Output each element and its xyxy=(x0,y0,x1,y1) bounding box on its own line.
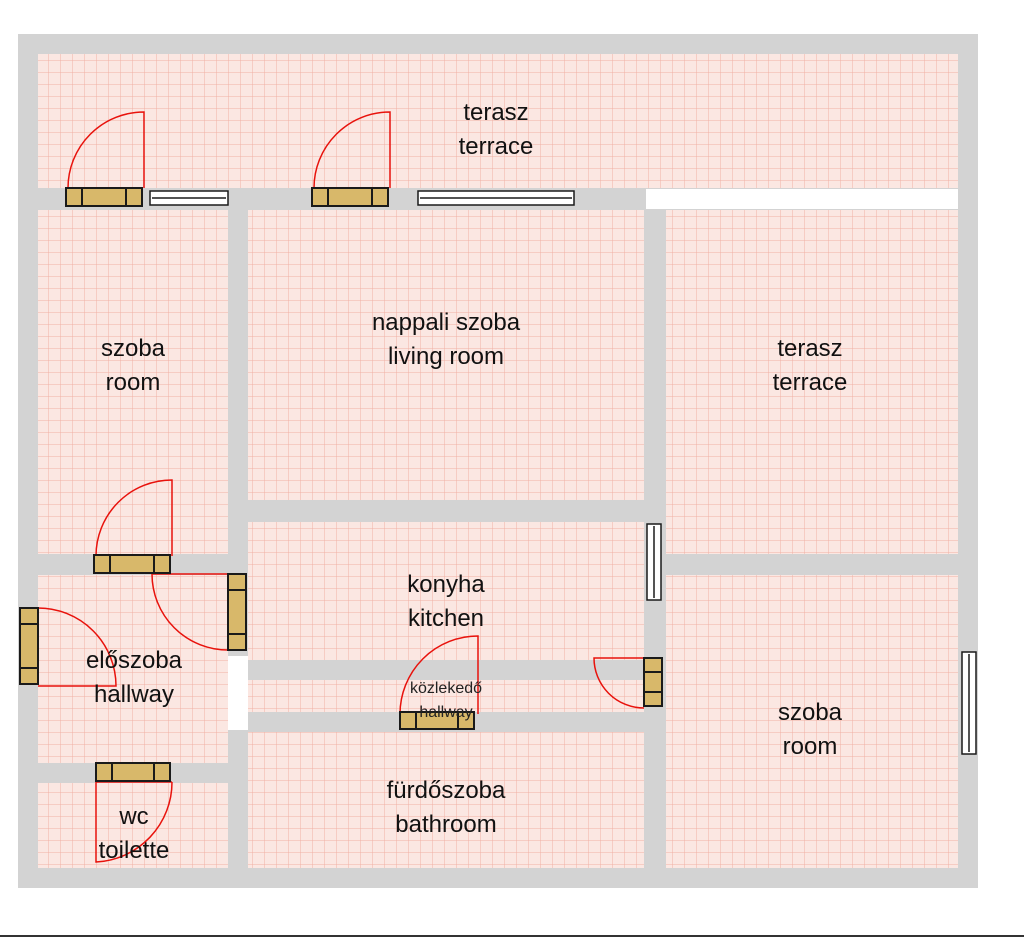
door-terrace-2 xyxy=(311,187,389,207)
floor-kitchen xyxy=(248,522,644,660)
label-corridor-en: hallway xyxy=(419,704,472,721)
window-top-left xyxy=(149,190,229,206)
floor-living-room xyxy=(248,210,644,500)
window-room-right xyxy=(961,651,977,755)
door-swing-entry xyxy=(37,607,117,687)
door-hallway-side xyxy=(227,573,247,651)
wall-openings xyxy=(228,189,1024,760)
door-entry xyxy=(19,607,39,685)
window-top-center xyxy=(417,190,575,206)
floor-room-right xyxy=(666,575,958,868)
door-room-right xyxy=(643,657,663,707)
door-terrace-1 xyxy=(65,187,143,207)
floor-corridor xyxy=(248,680,644,712)
label-terrace-right-hu: terasz xyxy=(777,335,842,362)
label-toilet-en: toilette xyxy=(99,837,170,864)
door-frames xyxy=(19,187,663,782)
floor-toilet xyxy=(38,783,228,868)
door-swing-hallway-side xyxy=(151,573,229,651)
label-bathroom-hu: fürdőszoba xyxy=(387,777,506,804)
door-swings xyxy=(37,111,645,863)
right-wall-cutout xyxy=(978,640,1024,760)
door-room-left xyxy=(93,554,171,574)
label-room-right-en: room xyxy=(783,733,838,760)
label-corridor-hu: közlekedő xyxy=(410,680,482,697)
floor-terrace-right xyxy=(666,210,958,554)
label-terrace-right-en: terrace xyxy=(773,369,848,396)
label-room-right-hu: szoba xyxy=(778,699,843,726)
door-toilet xyxy=(95,762,171,782)
door-swing-terrace-2 xyxy=(313,111,391,189)
label-hallway-left-en: hallway xyxy=(94,681,174,708)
label-bathroom-en: bathroom xyxy=(395,811,496,838)
label-room-left-en: room xyxy=(106,369,161,396)
floor-bathroom xyxy=(248,732,644,868)
label-kitchen-en: kitchen xyxy=(408,605,484,632)
label-hallway-left-hu: előszoba xyxy=(86,647,183,674)
label-terrace-top-hu: terasz xyxy=(463,99,528,126)
floor-room-left xyxy=(38,210,228,554)
label-living-room-en: living room xyxy=(388,343,504,370)
label-living-room-hu: nappali szoba xyxy=(372,309,521,336)
door-swing-room-left xyxy=(95,479,173,557)
label-kitchen-hu: konyha xyxy=(407,571,485,598)
windows xyxy=(149,190,977,755)
door-swing-kitchen xyxy=(399,635,479,715)
door-kitchen xyxy=(399,711,475,730)
terrace-opening xyxy=(646,189,958,209)
label-terrace-top-en: terrace xyxy=(459,133,534,160)
door-swing-room-right xyxy=(593,657,645,709)
label-toilet-hu: wc xyxy=(118,803,148,830)
room-labels: terasz terrace szoba room nappali szoba … xyxy=(86,99,847,864)
hallway-opening xyxy=(228,656,248,730)
room-floors xyxy=(38,54,958,868)
floor-hallway-left xyxy=(38,575,228,763)
label-room-left-hu: szoba xyxy=(101,335,166,362)
window-kitchen-side xyxy=(646,523,662,601)
door-swing-terrace-1 xyxy=(67,111,145,189)
floor-terrace-top xyxy=(38,54,958,188)
